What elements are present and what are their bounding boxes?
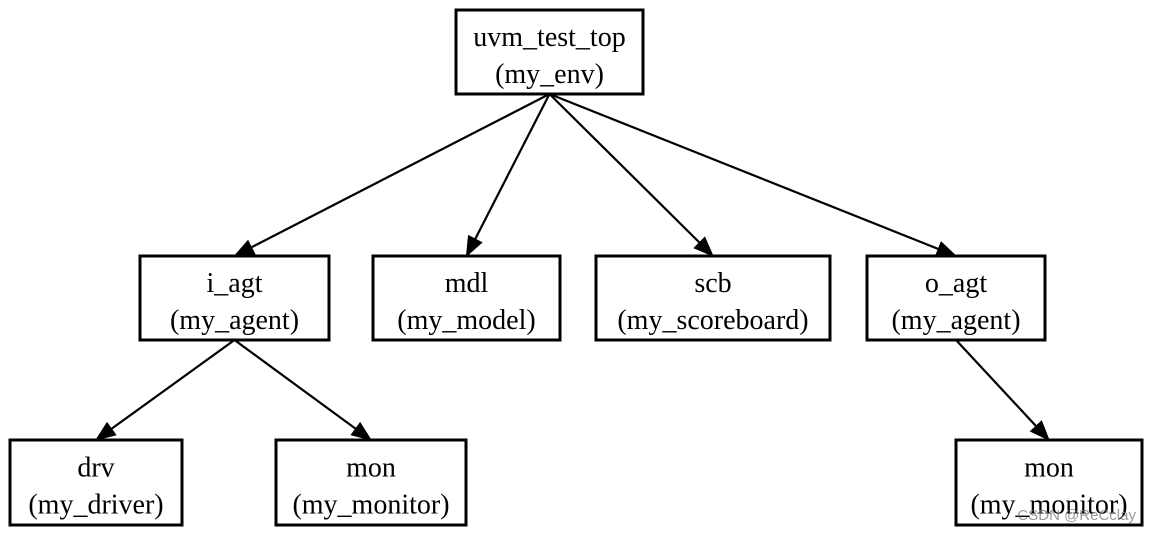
node-box [138, 254, 331, 342]
arrowhead [94, 421, 117, 441]
node-type: (my_agent) [891, 305, 1020, 336]
node-i_mon: mon (my_monitor) [274, 438, 468, 527]
node-o_agt: o_agt (my_agent) [865, 254, 1047, 342]
node-name: i_agt [207, 268, 263, 299]
nodes-layer: uvm_test_top (my_env) i_agt (my_agent) mdl (m… [8, 8, 1144, 527]
arrowhead [1029, 420, 1050, 441]
node-name: mon [346, 453, 396, 484]
edge-o_agt-to-o_mon [955, 339, 1050, 441]
node-box [954, 438, 1144, 527]
arrowhead [934, 241, 958, 257]
node-name: o_agt [925, 268, 987, 299]
node-type: (my_monitor) [292, 490, 449, 521]
node-type: (my_model) [397, 305, 535, 336]
node-i_drv: drv (my_driver) [8, 438, 184, 527]
node-box [8, 438, 184, 527]
node-box [865, 254, 1047, 342]
node-name: scb [694, 268, 731, 299]
node-mdl: mdl (my_model) [371, 254, 562, 342]
arrowhead [693, 236, 714, 257]
node-type: (my_env) [495, 59, 604, 90]
edge-line [955, 339, 1037, 427]
arrowhead [465, 234, 483, 258]
node-i_agt: i_agt (my_agent) [138, 254, 331, 342]
node-type: (my_scoreboard) [617, 305, 808, 336]
arrowhead [350, 421, 373, 441]
node-uvm_test_top: uvm_test_top (my_env) [454, 8, 645, 96]
edge-uvm_test_top-to-mdl [465, 93, 551, 258]
node-box [454, 8, 645, 96]
node-box [274, 438, 468, 527]
edge-line [233, 339, 357, 430]
node-name: uvm_test_top [473, 22, 625, 53]
watermark-text: CSDN @ReCclay [1017, 507, 1136, 524]
node-name: drv [77, 453, 114, 484]
node-type: (my_driver) [28, 490, 163, 521]
arrowhead [233, 239, 256, 257]
edge-i_agt-to-i_drv [94, 339, 236, 441]
node-scb: scb (my_scoreboard) [594, 254, 832, 342]
node-type: (my_monitor) [970, 490, 1127, 521]
edge-line [250, 93, 551, 249]
node-name: mon [1024, 453, 1074, 484]
edge-line [110, 339, 236, 430]
node-type: (my_agent) [170, 305, 299, 336]
node-o_mon: mon (my_monitor) [954, 438, 1144, 527]
edge-uvm_test_top-to-o_agt [549, 92, 958, 257]
edge-uvm_test_top-to-i_agt [233, 93, 551, 257]
edge-line [549, 92, 939, 250]
edge-line [548, 93, 701, 244]
node-box [371, 254, 562, 342]
node-box [594, 254, 832, 342]
edge-i_agt-to-i_mon [233, 339, 373, 441]
node-name: mdl [445, 268, 489, 299]
edges-layer [94, 92, 1050, 441]
edge-uvm_test_top-to-scb [548, 93, 714, 257]
edge-line [474, 93, 551, 240]
